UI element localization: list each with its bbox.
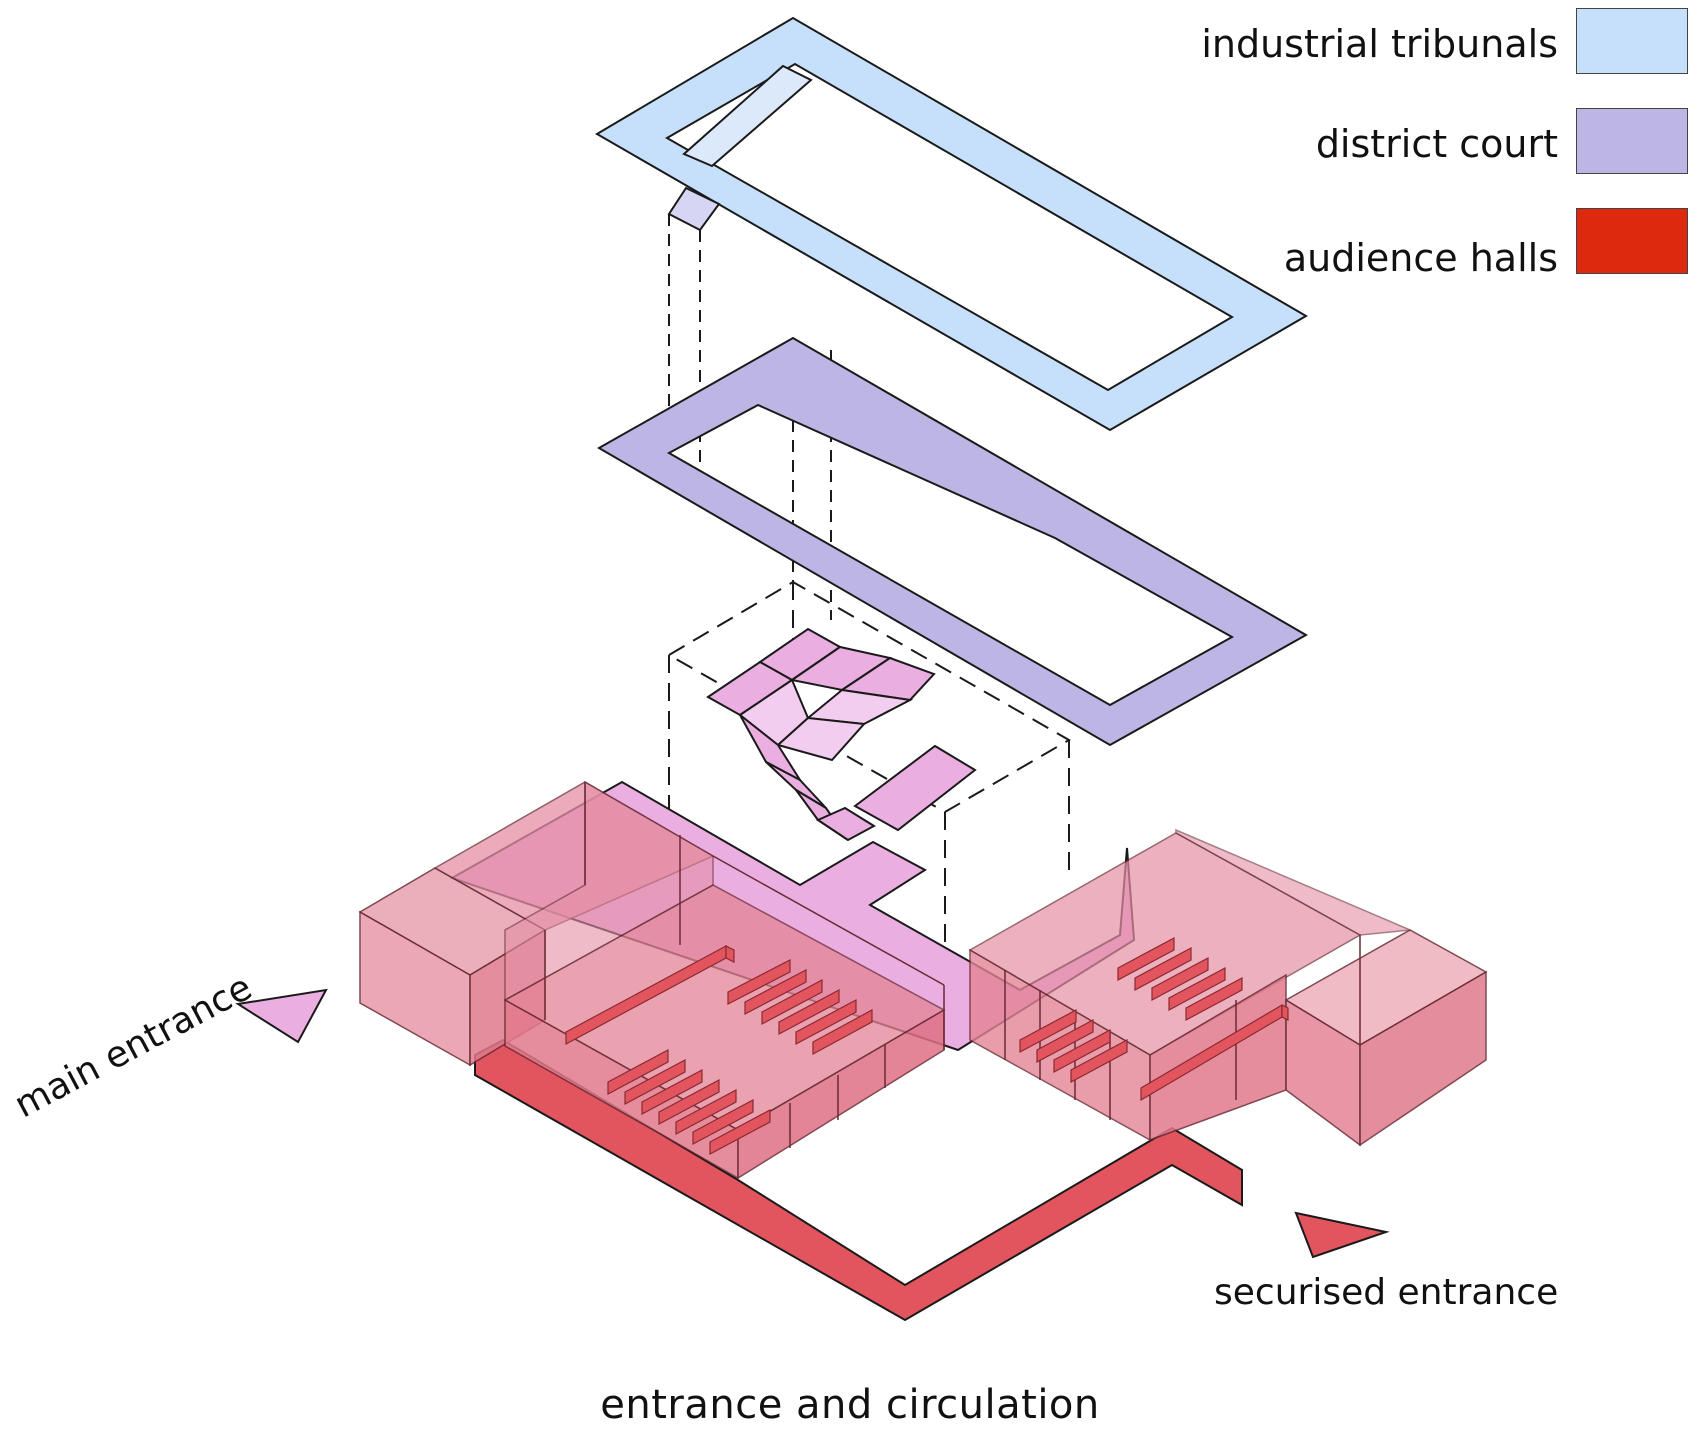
legend-swatch-audience-halls (1576, 208, 1688, 274)
industrial-tribunals-layer (595, 16, 1308, 432)
legend-label: audience halls (1283, 236, 1558, 280)
district-court-ring (596, 336, 1309, 747)
legend-label: district court (1315, 122, 1558, 166)
circulation-stairs (706, 627, 977, 842)
securised-entrance-label: securised entrance (1214, 1272, 1559, 1313)
legend-swatch-tribunals (1576, 8, 1688, 74)
tribunals-ring (595, 16, 1308, 432)
legend-swatch-district-court (1576, 108, 1688, 174)
diagram-caption: entrance and circulation (600, 1382, 1100, 1428)
district-court-layer (596, 336, 1309, 747)
left-hall-block (358, 780, 946, 1180)
left-hall-bars (565, 944, 873, 1155)
legend-item-industrial-tribunals: industrial tribunals (1060, 8, 1700, 78)
legend-item-district-court: district court (1060, 108, 1700, 178)
securised-entrance-arrow (1294, 1211, 1390, 1259)
right-hall-bars (1019, 936, 1289, 1102)
legend-label: industrial tribunals (1201, 22, 1558, 66)
legend-item-audience-halls: audience halls (1060, 208, 1700, 280)
tribunals-ramp (682, 64, 813, 168)
main-entrance-arrow (235, 988, 328, 1044)
